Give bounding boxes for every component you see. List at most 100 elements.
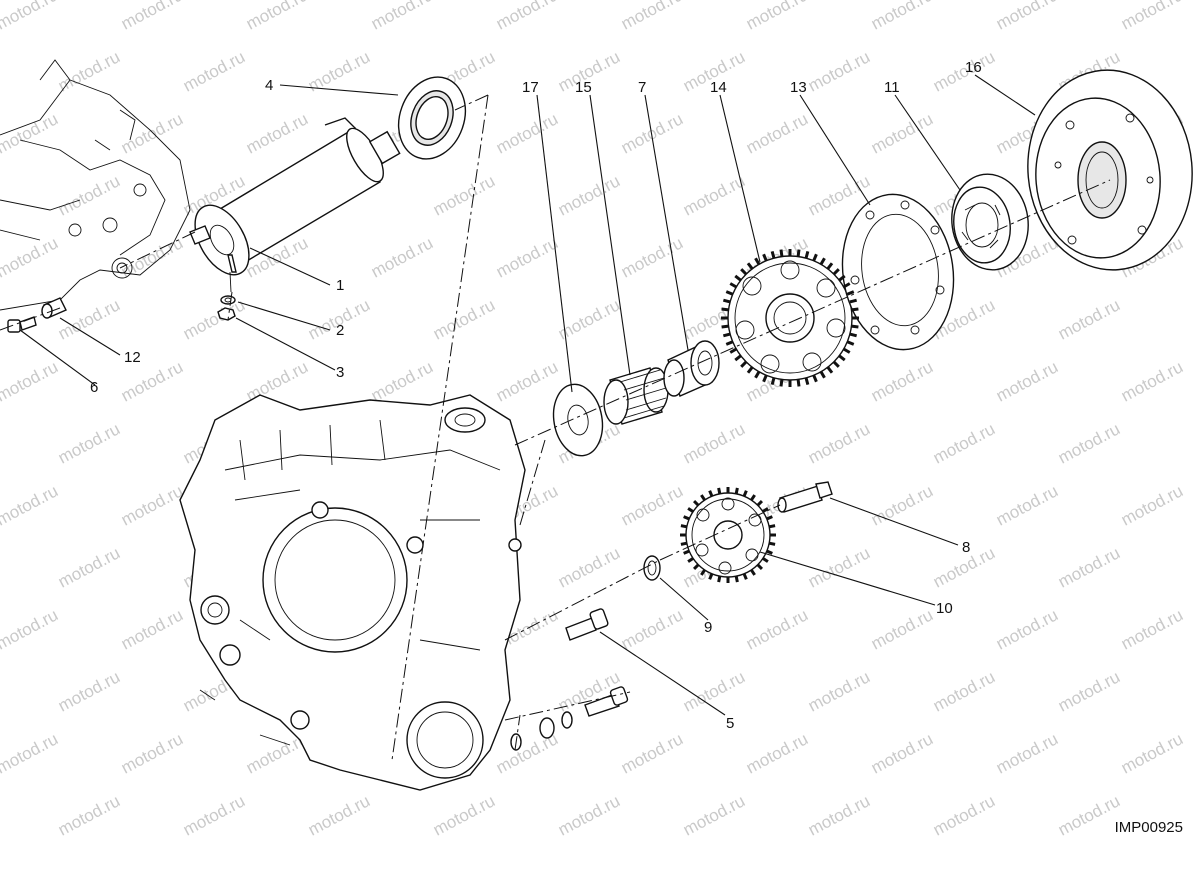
watermark-text: motod.ru	[493, 357, 561, 405]
watermark-text: motod.ru	[680, 791, 748, 839]
watermark-text: motod.ru	[180, 47, 248, 95]
watermark-text: motod.ru	[618, 729, 686, 777]
watermark-text: motod.ru	[118, 109, 186, 157]
watermark-text: motod.ru	[868, 109, 936, 157]
watermark-text: motod.ru	[430, 791, 498, 839]
watermark-text: motod.ru	[368, 233, 436, 281]
assembly-center-lines	[0, 94, 1111, 761]
engine-frame-drawing	[0, 59, 191, 311]
spacer-part-12	[41, 297, 67, 319]
bottom-bolt-stack	[510, 686, 629, 751]
starter-gear-part-14	[727, 255, 853, 381]
watermark-text: motod.ru	[805, 667, 873, 715]
bushing-part-7	[663, 340, 720, 397]
watermark-text: motod.ru	[868, 605, 936, 653]
freewheel-part-11	[951, 173, 1029, 271]
callout-11: 11	[884, 79, 900, 96]
watermark-text: motod.ru	[243, 0, 311, 34]
callout-labels: 4 1 2 3 12 6 17 15 7 14 13 11 16 8 10 9 …	[90, 59, 982, 732]
watermark-text: motod.ru	[680, 419, 748, 467]
thrust-washer-part-17	[552, 383, 604, 457]
watermark-text: motod.ru	[243, 109, 311, 157]
callout-17: 17	[522, 79, 539, 96]
circlip-part-9	[643, 555, 661, 581]
watermark-text: motod.ru	[805, 791, 873, 839]
watermark-text: motod.ru	[868, 481, 936, 529]
watermark-text: motod.ru	[1118, 0, 1186, 34]
watermark-text: motod.ru	[993, 481, 1061, 529]
watermark-text: motod.ru	[618, 0, 686, 34]
watermark-text: motod.ru	[743, 729, 811, 777]
watermark-text: motod.ru	[1055, 419, 1123, 467]
callout-14: 14	[710, 79, 727, 96]
watermark-text: motod.ru	[555, 171, 623, 219]
callout-6: 6	[90, 379, 98, 396]
watermark-text: motod.ru	[868, 0, 936, 34]
starter-gear-teeth	[721, 249, 859, 387]
callout-5: 5	[726, 715, 734, 732]
watermark-text: motod.ru	[0, 605, 61, 653]
watermark-text: motod.ru	[493, 109, 561, 157]
watermark-text: motod.ru	[0, 481, 61, 529]
watermark-text: motod.ru	[868, 357, 936, 405]
idler-gear-part-10	[685, 492, 771, 578]
watermark-text: motod.ru	[55, 791, 123, 839]
watermark-text: motod.ru	[1118, 729, 1186, 777]
watermark-text: motod.ru	[930, 667, 998, 715]
callout-4: 4	[265, 77, 273, 94]
watermark-text: motod.ru	[493, 0, 561, 34]
watermark-text: motod.ru	[368, 0, 436, 34]
flywheel-part-16	[1027, 69, 1193, 271]
watermark-text: motod.ru	[0, 0, 61, 34]
watermark-text: motod.ru	[55, 543, 123, 591]
screw-part-5	[565, 608, 609, 641]
watermark-text: motod.ru	[118, 233, 186, 281]
watermark-text: motod.ru	[0, 109, 61, 157]
shaft-part-8	[777, 481, 833, 513]
idler-gear-teeth	[680, 487, 776, 583]
watermark-text: motod.ru	[743, 605, 811, 653]
watermark-text: motod.ru	[0, 729, 61, 777]
flange-part-13	[841, 193, 955, 351]
callout-2: 2	[336, 322, 344, 339]
watermark-text: motod.ru	[1055, 543, 1123, 591]
watermark-text: motod.ru	[868, 729, 936, 777]
watermark-text: motod.ru	[118, 605, 186, 653]
nut-part-3	[217, 307, 236, 321]
watermark-text: motod.ru	[1055, 791, 1123, 839]
callout-3: 3	[336, 364, 344, 381]
watermark-text: motod.ru	[805, 419, 873, 467]
watermark-text: motod.ru	[993, 605, 1061, 653]
watermark-text: motod.ru	[993, 0, 1061, 34]
watermark-text: motod.ru	[55, 171, 123, 219]
watermark-text: motod.ru	[1118, 481, 1186, 529]
callout-16: 16	[965, 59, 982, 76]
watermark-text: motod.ru	[1055, 667, 1123, 715]
watermark-text: motod.ru	[118, 0, 186, 34]
callout-12: 12	[124, 349, 141, 366]
watermark-text: motod.ru	[930, 791, 998, 839]
needle-bearing-part-15	[603, 367, 669, 425]
callout-1: 1	[336, 277, 344, 294]
callout-13: 13	[790, 79, 807, 96]
watermark-text: motod.ru	[368, 357, 436, 405]
watermark-text: motod.ru	[430, 171, 498, 219]
callout-9: 9	[704, 619, 712, 636]
watermark-text: motod.ru	[305, 791, 373, 839]
watermark-text: motod.ru	[743, 0, 811, 34]
watermark-text: motod.ru	[618, 109, 686, 157]
watermark-text: motod.ru	[1118, 605, 1186, 653]
watermark-text: motod.ru	[55, 47, 123, 95]
watermark-text: motod.ru	[930, 419, 998, 467]
washer-part-2	[220, 295, 236, 305]
watermark-text: motod.ru	[805, 47, 873, 95]
leader-lines	[19, 74, 1036, 716]
watermark-text: motod.ru	[180, 791, 248, 839]
callout-10: 10	[936, 600, 953, 617]
watermark-text: motod.ru	[0, 357, 61, 405]
watermark-text: motod.ru	[993, 729, 1061, 777]
watermark-text: motod.ru	[618, 233, 686, 281]
callout-7: 7	[638, 79, 646, 96]
watermark-text: motod.ru	[430, 295, 498, 343]
